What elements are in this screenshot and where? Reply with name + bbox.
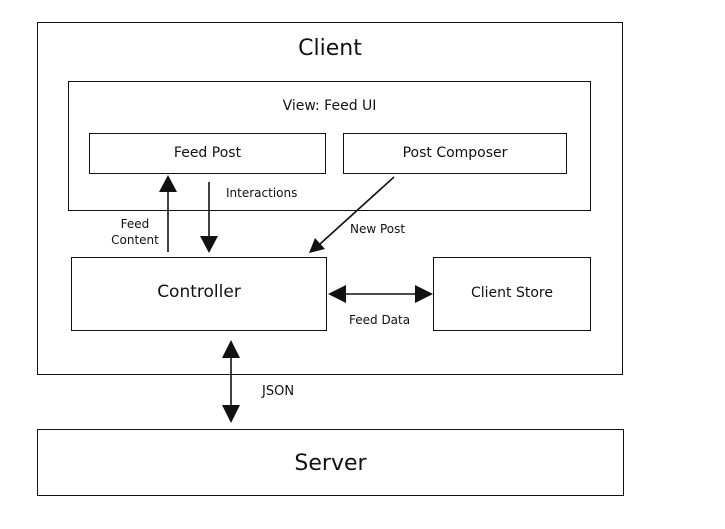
feed-data-arrow bbox=[328, 285, 433, 303]
client-store-label: Client Store bbox=[471, 285, 553, 301]
server-box bbox=[37, 429, 624, 496]
post-composer-label: Post Composer bbox=[402, 145, 508, 161]
json-arrow bbox=[222, 340, 240, 423]
post-composer-box bbox=[343, 133, 567, 174]
json-label: JSON bbox=[262, 384, 295, 399]
feed-post-label: Feed Post bbox=[173, 145, 242, 161]
view-feed-ui-container bbox=[68, 81, 591, 211]
feed-content-label-line2: Content bbox=[111, 233, 159, 247]
feed-post-box bbox=[89, 133, 326, 174]
view-feed-ui-title: View: Feed UI bbox=[282, 98, 377, 114]
controller-label: Controller bbox=[157, 282, 241, 302]
feed-content-arrow bbox=[159, 175, 177, 252]
controller-box bbox=[71, 257, 327, 331]
server-label: Server bbox=[294, 451, 367, 476]
new-post-arrow bbox=[309, 176, 395, 253]
interactions-label: Interactions bbox=[226, 186, 298, 200]
client-store-box bbox=[433, 257, 591, 331]
feed-content-label-line1: Feed bbox=[120, 217, 150, 231]
feed-data-label: Feed Data bbox=[349, 313, 411, 327]
new-post-label: New Post bbox=[350, 222, 406, 236]
client-title: Client bbox=[298, 36, 362, 61]
interactions-arrow bbox=[200, 182, 218, 253]
client-container bbox=[37, 22, 623, 375]
